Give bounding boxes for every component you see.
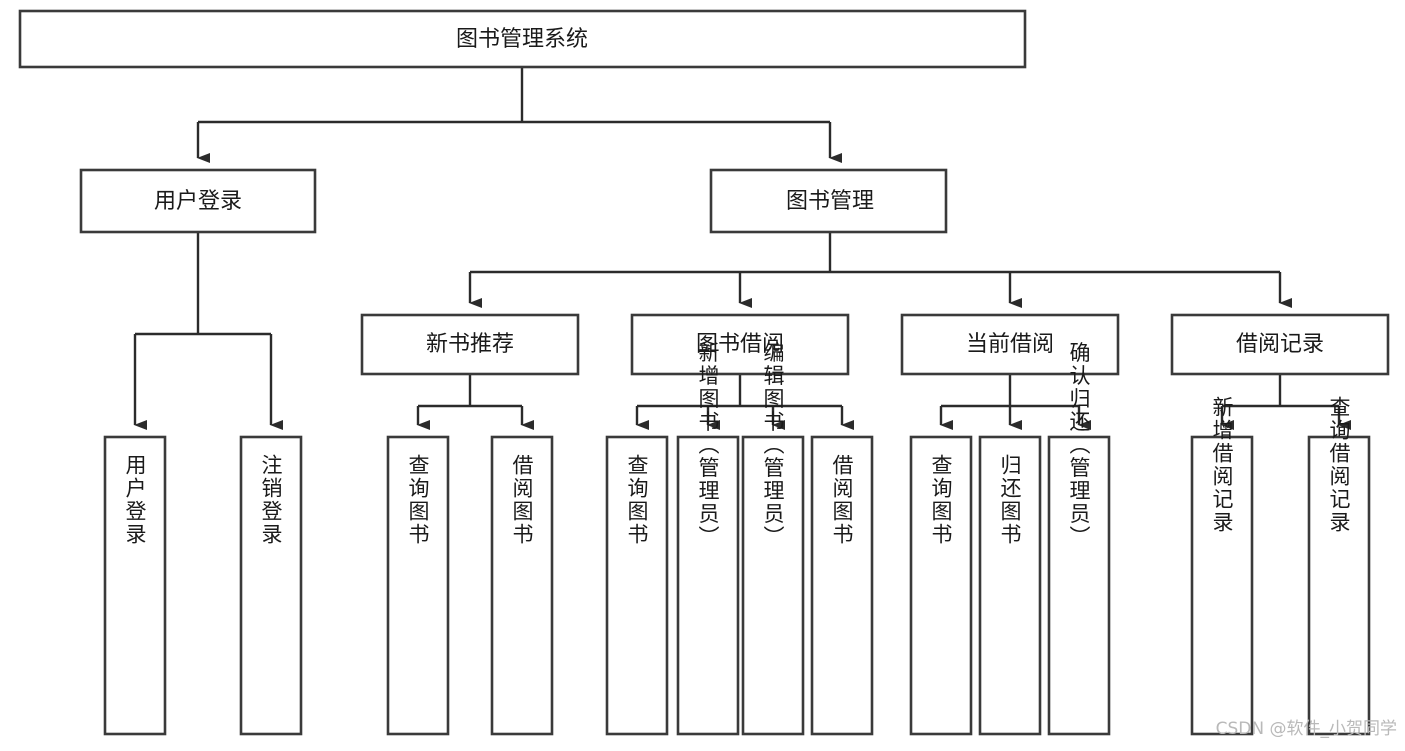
leaf-label-borrow-record-2: 查询借阅记录 xyxy=(1327,396,1351,534)
leaf-box-borrow-record-2 xyxy=(1307,435,1371,736)
node-box-book-borrow xyxy=(630,313,850,376)
node-borrow-record[interactable]: 借阅记录 xyxy=(1170,313,1390,376)
leaf-label-current-borrow-1: 查询图书 xyxy=(929,454,953,546)
leaf-node[interactable]: 确认归还（管理员） xyxy=(1047,342,1111,736)
node-label-user-login: 用户登录 xyxy=(154,189,242,214)
node-new-book-recommend[interactable]: 新书推荐 xyxy=(360,313,580,376)
leaf-box-current-borrow-3 xyxy=(1047,435,1111,736)
leaf-label-current-borrow-3: 确认归还（管理员） xyxy=(1067,342,1091,549)
leaf-box-current-borrow-2 xyxy=(978,435,1042,736)
node-user-login[interactable]: 用户登录 xyxy=(79,168,317,234)
node-label-new-book-recommend: 新书推荐 xyxy=(426,332,514,357)
leaf-node[interactable]: 注销登录 xyxy=(239,435,303,736)
leaf-label-user-login-1: 用户登录 xyxy=(123,454,147,546)
node-label-system-root: 图书管理系统 xyxy=(456,27,588,52)
node-label-borrow-record: 借阅记录 xyxy=(1236,332,1324,357)
leaf-label-new-book-1: 查询图书 xyxy=(406,454,430,546)
leaf-label-user-login-2: 注销登录 xyxy=(259,454,283,546)
node-box-new-book-recommend xyxy=(360,313,580,376)
leaf-node[interactable]: 借阅图书 xyxy=(490,435,554,736)
node-current-borrow[interactable]: 当前借阅 xyxy=(900,313,1120,376)
leaf-node[interactable]: 编辑图书（管理员） xyxy=(741,342,805,736)
leaf-label-new-book-2: 借阅图书 xyxy=(510,454,534,546)
node-label-current-borrow: 当前借阅 xyxy=(966,332,1054,357)
leaf-box-borrow-record-1 xyxy=(1190,435,1254,736)
leaf-box-book-borrow-2 xyxy=(676,435,740,736)
node-system-root[interactable]: 图书管理系统 xyxy=(18,9,1027,69)
leaf-node[interactable]: 借阅图书 xyxy=(810,435,874,736)
leaf-box-user-login-2 xyxy=(239,435,303,736)
leaf-node[interactable]: 用户登录 xyxy=(103,435,167,736)
leaf-box-new-book-2 xyxy=(490,435,554,736)
leaf-node[interactable]: 新增借阅记录 xyxy=(1190,396,1254,736)
node-box-system-root xyxy=(18,9,1027,69)
leaf-node[interactable]: 查询图书 xyxy=(605,435,669,736)
leaf-node[interactable]: 归还图书 xyxy=(978,435,1042,736)
node-book-borrow[interactable]: 图书借阅 xyxy=(630,313,850,376)
leaf-node[interactable]: 查询图书 xyxy=(909,435,973,736)
connector-layer xyxy=(133,67,1351,430)
leaf-node[interactable]: 新增图书（管理员） xyxy=(676,342,740,736)
node-box-book-management xyxy=(709,168,948,234)
leaf-label-borrow-record-1: 新增借阅记录 xyxy=(1210,396,1234,534)
node-label-book-borrow: 图书借阅 xyxy=(696,332,784,357)
leaf-box-book-borrow-3 xyxy=(741,435,805,736)
leaf-node[interactable]: 查询图书 xyxy=(386,435,450,736)
leaf-label-book-borrow-1: 查询图书 xyxy=(625,454,649,546)
leaf-box-book-borrow-1 xyxy=(605,435,669,736)
leaf-box-book-borrow-4 xyxy=(810,435,874,736)
node-box-current-borrow xyxy=(900,313,1120,376)
leaf-label-book-borrow-4: 借阅图书 xyxy=(830,454,854,546)
leaf-box-current-borrow-1 xyxy=(909,435,973,736)
leaf-label-book-borrow-2: 新增图书（管理员） xyxy=(696,342,720,549)
node-box-borrow-record xyxy=(1170,313,1390,376)
leaf-node[interactable]: 查询借阅记录 xyxy=(1307,396,1371,736)
node-label-book-management: 图书管理 xyxy=(786,189,874,214)
node-box-user-login xyxy=(79,168,317,234)
leaf-box-new-book-1 xyxy=(386,435,450,736)
leaf-label-current-borrow-2: 归还图书 xyxy=(998,454,1022,546)
leaf-label-book-borrow-3: 编辑图书（管理员） xyxy=(761,342,785,549)
leaf-box-user-login-1 xyxy=(103,435,167,736)
node-book-management[interactable]: 图书管理 xyxy=(709,168,948,234)
